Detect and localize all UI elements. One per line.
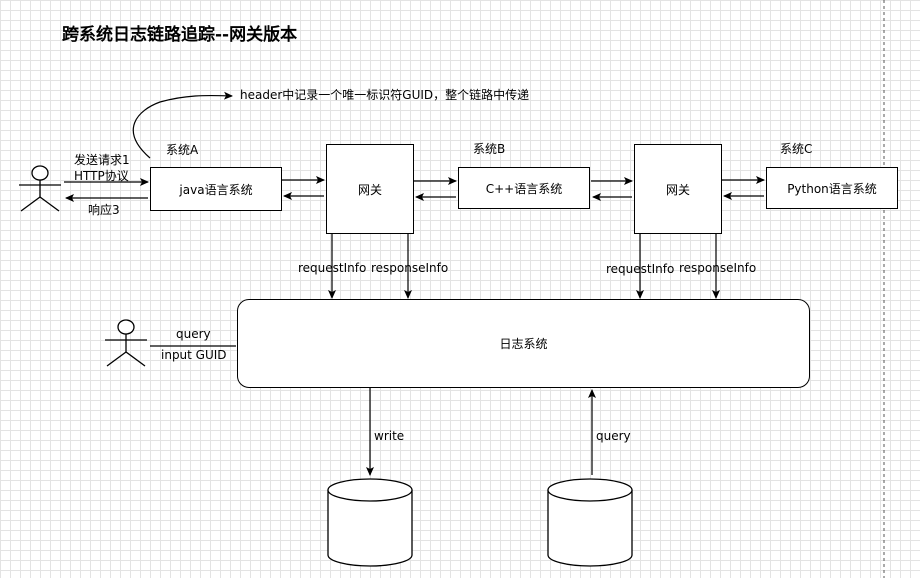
gateway1-request-info-label: requestInfo	[298, 261, 367, 275]
protocol-label: HTTP协议	[74, 169, 129, 183]
system-a-box[interactable]: java语言系统	[150, 167, 282, 211]
header-note-connector	[132, 91, 233, 159]
write-label: write	[374, 429, 405, 443]
system-a-label: 系统A	[166, 143, 199, 157]
input-guid-label: input GUID	[161, 348, 227, 362]
system-b-box[interactable]: C++语言系统	[458, 167, 590, 209]
gateway1-response-info-label: responseInfo	[371, 261, 449, 275]
system-b-label: 系统B	[473, 142, 506, 156]
gateway-2-box[interactable]: 网关	[634, 144, 722, 234]
db-query-label: query	[596, 429, 631, 443]
query-database-icon	[547, 478, 633, 567]
log-system-box[interactable]: 日志系统	[237, 299, 810, 388]
system-c-box[interactable]: Python语言系统	[766, 167, 898, 209]
query-label: query	[176, 327, 211, 341]
header-note: header中记录一个唯一标识符GUID，整个链路中传递	[240, 88, 530, 102]
gateway2-response-info-label: responseInfo	[679, 261, 757, 275]
gateway2-request-info-label: requestInfo	[606, 262, 675, 276]
gateway-1-box[interactable]: 网关	[326, 144, 414, 234]
request-label: 发送请求1	[74, 153, 130, 167]
query-user-actor-icon	[105, 319, 147, 367]
page-title: 跨系统日志链路追踪--网关版本	[62, 25, 298, 45]
system-c-label: 系统C	[780, 142, 813, 156]
user-actor-icon	[19, 165, 61, 212]
response-label: 响应3	[88, 203, 120, 217]
write-database-icon	[327, 478, 413, 567]
